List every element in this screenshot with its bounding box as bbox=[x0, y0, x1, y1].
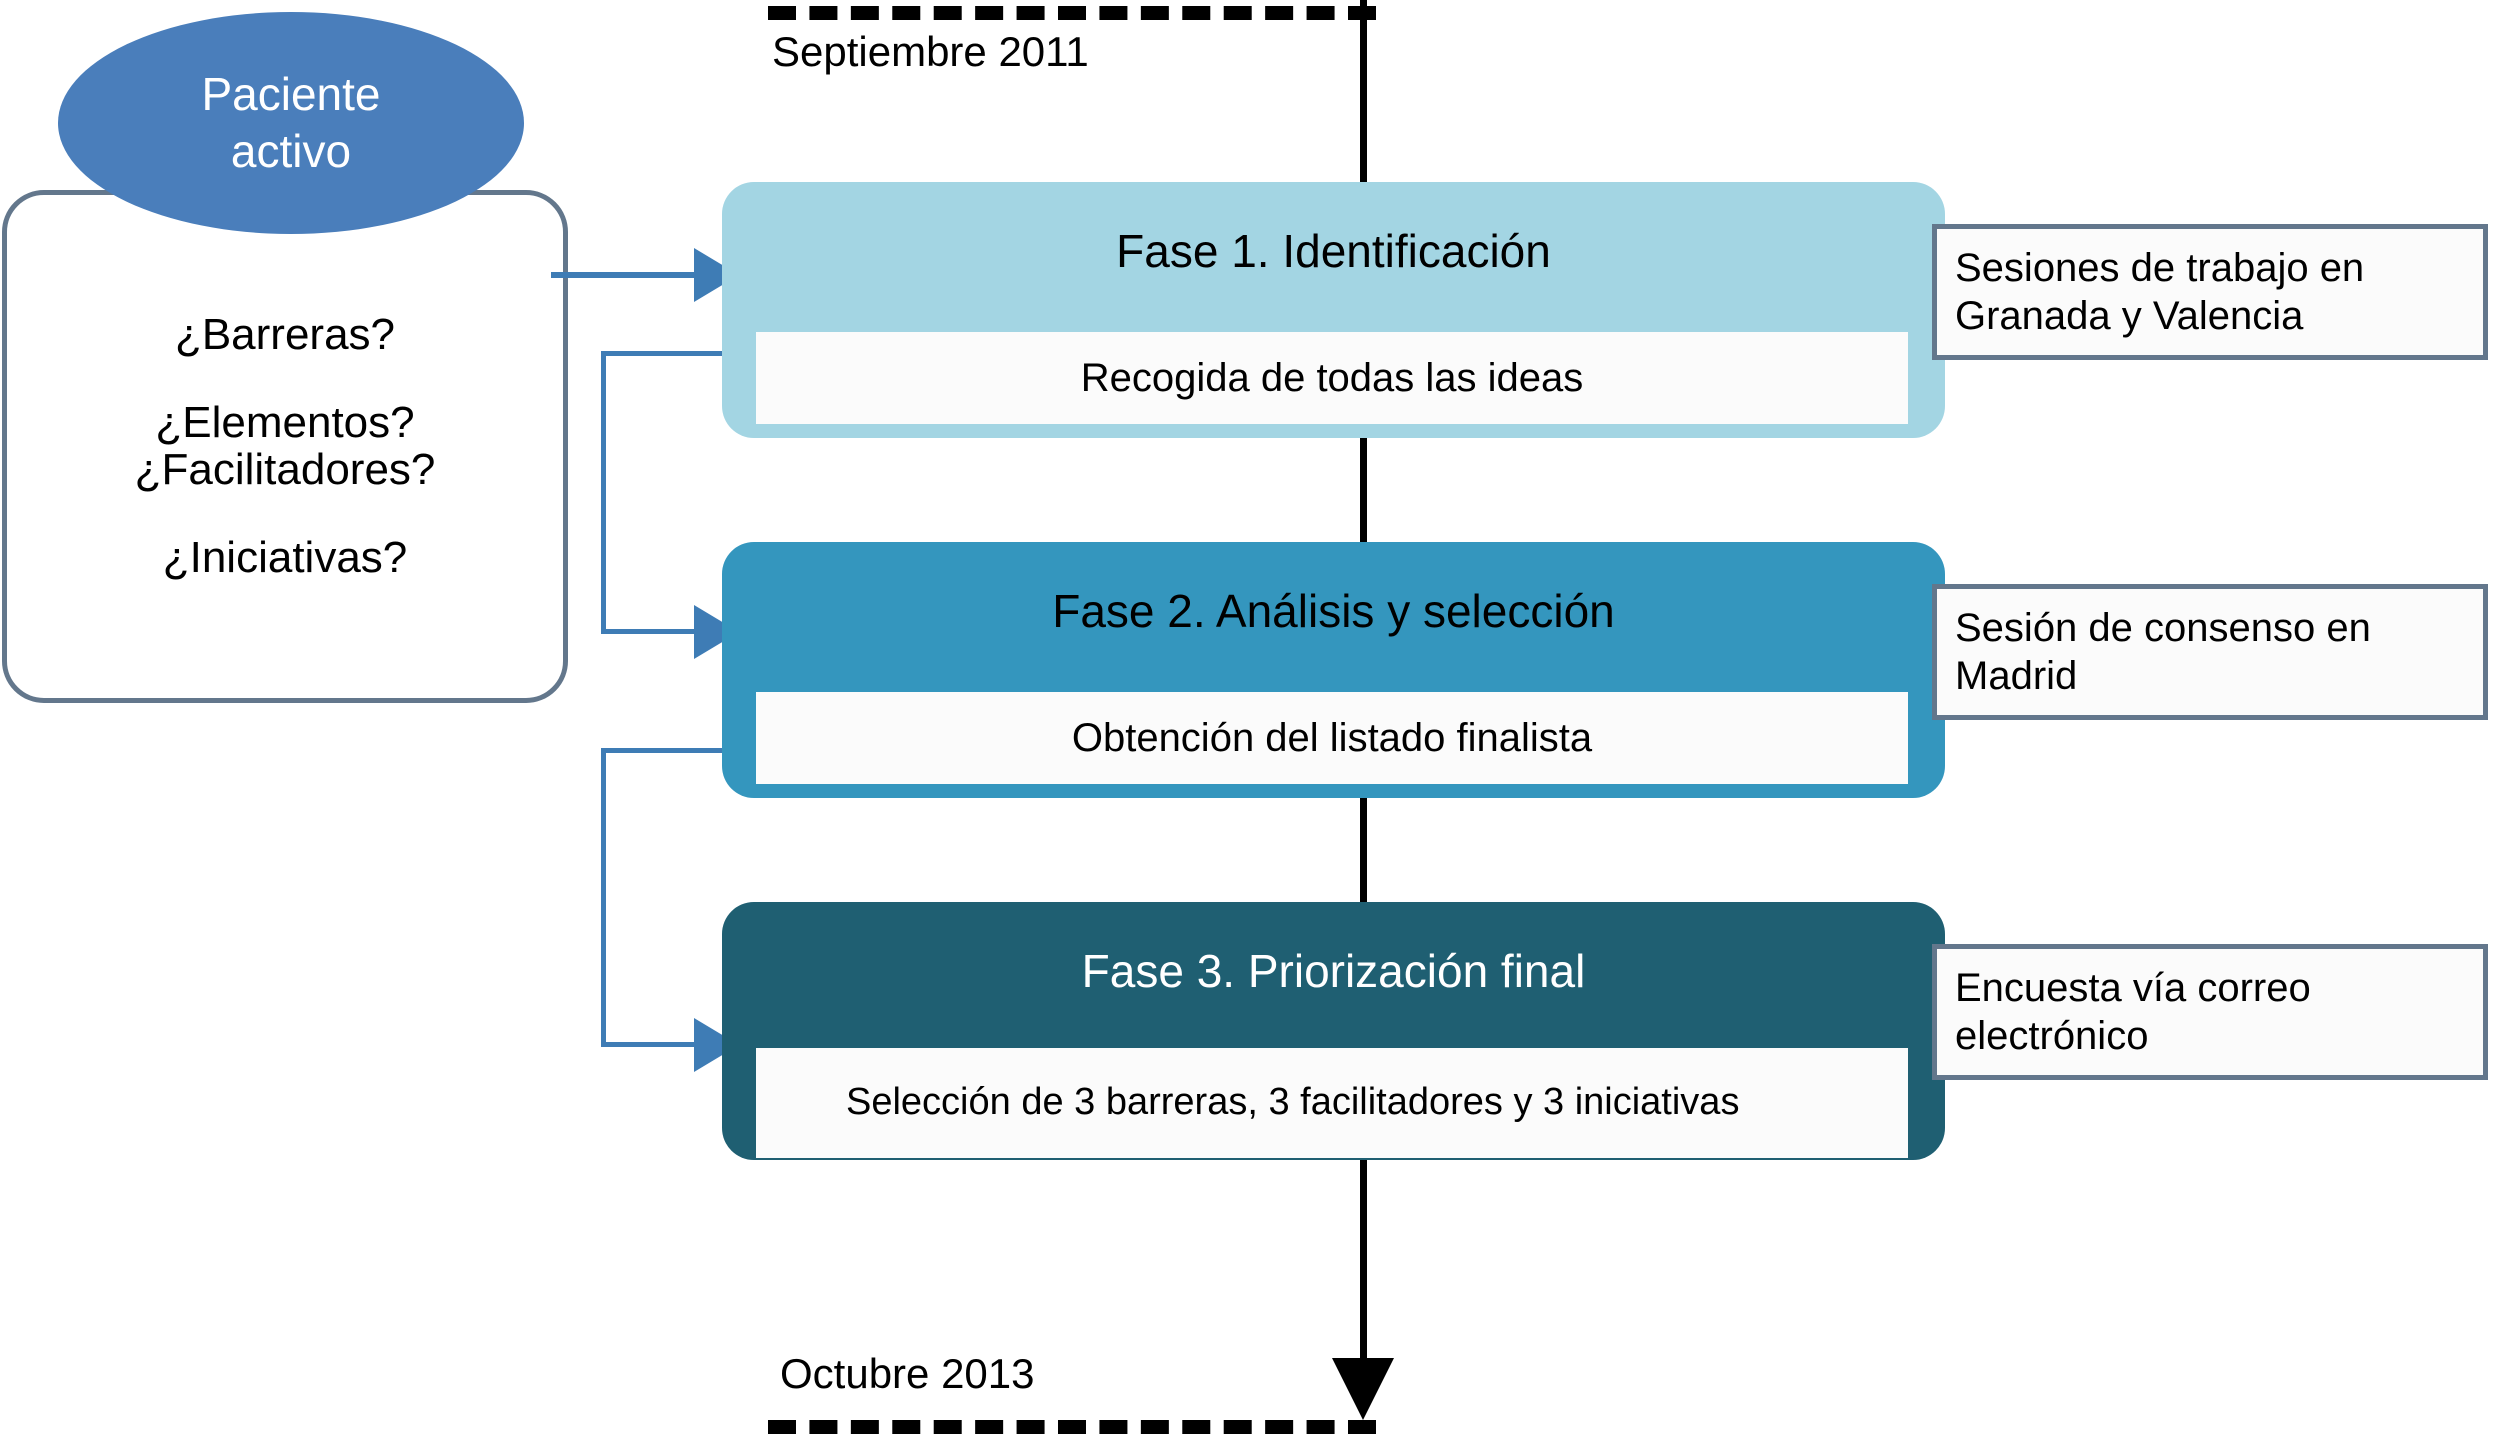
question-item-elementos: ¿Elementos? bbox=[155, 398, 415, 448]
ellipse-label-line2: activo bbox=[230, 125, 352, 177]
question-item-barreras: ¿Barreras? bbox=[174, 310, 396, 360]
note-box-3: Encuesta vía correo electrónico bbox=[1932, 944, 2488, 1080]
connector-2-bottom-horizontal bbox=[601, 629, 696, 634]
ellipse-label-line1: Paciente bbox=[201, 67, 381, 120]
question-item-iniciativas: ¿Iniciativas? bbox=[162, 532, 408, 582]
connector-2-vertical bbox=[601, 351, 606, 632]
phase-2-subtitle-panel: Obtención del listado finalista bbox=[756, 692, 1908, 784]
timeline-dash-top bbox=[768, 6, 1376, 20]
question-item-facilitadores: ¿Facilitadores? bbox=[134, 444, 436, 494]
connector-1-horizontal bbox=[551, 272, 696, 278]
phase-1-subtitle: Recogida de todas las ideas bbox=[1080, 356, 1584, 400]
phase-2-title: Fase 2. Análisis y selección bbox=[1052, 585, 1615, 637]
note-3-text: Encuesta vía correo electrónico bbox=[1955, 966, 2311, 1058]
phase-1-subtitle-panel: Recogida de todas las ideas bbox=[756, 332, 1908, 424]
questions-box: ¿Barreras? ¿Elementos? ¿Facilitadores? ¿… bbox=[2, 190, 568, 703]
phase-2-subtitle: Obtención del listado finalista bbox=[1071, 716, 1593, 760]
paciente-activo-ellipse: Paciente activo bbox=[58, 12, 524, 234]
timeline-end-label: Octubre 2013 bbox=[780, 1350, 1035, 1397]
phase-3-subtitle: Selección de 3 barreras, 3 facilitadores… bbox=[846, 1081, 1740, 1124]
connector-2-top-horizontal bbox=[601, 351, 723, 356]
phase-box-3: Fase 3. Priorización final Selección de … bbox=[722, 902, 1945, 1160]
connector-3-vertical bbox=[601, 748, 606, 1045]
phase-3-subtitle-panel: Selección de 3 barreras, 3 facilitadores… bbox=[756, 1048, 1908, 1158]
phase-box-1: Fase 1. Identificación Recogida de todas… bbox=[722, 182, 1945, 438]
note-2-text: Sesión de consenso en Madrid bbox=[1955, 606, 2371, 698]
timeline-start-label: Septiembre 2011 bbox=[772, 28, 1089, 75]
timeline-arrowhead-icon bbox=[1332, 1358, 1394, 1420]
phase-1-title: Fase 1. Identificación bbox=[1116, 225, 1551, 277]
note-box-1: Sesiones de trabajo en Granada y Valenci… bbox=[1932, 224, 2488, 360]
timeline-dash-bottom bbox=[768, 1420, 1376, 1434]
connector-3-top-horizontal bbox=[601, 748, 723, 753]
phase-3-title: Fase 3. Priorización final bbox=[1081, 945, 1586, 997]
connector-3-bottom-horizontal bbox=[601, 1042, 696, 1047]
note-box-2: Sesión de consenso en Madrid bbox=[1932, 584, 2488, 720]
note-1-text: Sesiones de trabajo en Granada y Valenci… bbox=[1955, 246, 2365, 338]
phase-box-2: Fase 2. Análisis y selección Obtención d… bbox=[722, 542, 1945, 798]
